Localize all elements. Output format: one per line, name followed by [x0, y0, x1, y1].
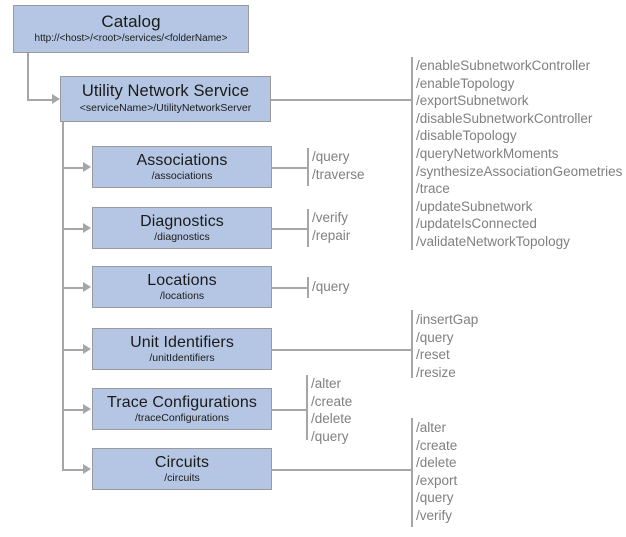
- node-circuits-title: Circuits: [154, 453, 210, 471]
- operation-item[interactable]: /validateNetworkTopology: [416, 233, 570, 249]
- operations-unit-identifiers: /insertGap/query/reset/resize: [416, 311, 478, 381]
- operation-item[interactable]: /repair: [312, 227, 351, 243]
- operation-item[interactable]: /synthesizeAssociationGeometries: [416, 163, 623, 179]
- operations-circuits: /alter/create/delete/export/query/verify: [416, 419, 457, 525]
- arrow-to-trace-configurations: [83, 404, 91, 414]
- operations-locations: /query: [312, 278, 350, 296]
- operation-item[interactable]: /trace: [416, 181, 450, 197]
- node-utility-network-service[interactable]: Utility Network Service <serviceName>/Ut…: [60, 76, 271, 122]
- node-associations-title: Associations: [136, 151, 228, 169]
- node-unit-identifiers-path: /unitIdentifiers: [149, 351, 215, 364]
- node-utility-network-service-path: <serviceName>/UtilityNetworkServer: [79, 102, 252, 115]
- node-locations-title: Locations: [147, 271, 217, 289]
- connector-locations-to-operations: [271, 287, 308, 289]
- stem-trace-configurations-operations: [306, 375, 308, 440]
- connector-trunk-to-unit-identifiers: [62, 349, 84, 351]
- operation-item[interactable]: /create: [416, 437, 458, 453]
- operation-item[interactable]: /verify: [416, 507, 453, 523]
- connector-trunk-to-associations: [62, 167, 84, 169]
- connector-unit-identifiers-to-operations: [271, 349, 412, 351]
- connector-trace-configurations-to-operations: [271, 409, 307, 411]
- operation-item[interactable]: /alter: [311, 376, 342, 391]
- node-utility-network-service-title: Utility Network Service: [81, 82, 250, 101]
- arrow-to-unit-identifiers: [83, 344, 91, 354]
- connector-associations-to-operations: [271, 167, 308, 169]
- operations-diagnostics: /verify/repair: [312, 209, 350, 244]
- operation-item[interactable]: /verify: [312, 210, 349, 225]
- operation-item[interactable]: /query: [416, 490, 454, 506]
- operation-item[interactable]: /enableSubnetworkController: [416, 58, 591, 73]
- operation-item[interactable]: /enableTopology: [416, 75, 515, 91]
- stem-diagnostics-operations: [307, 209, 309, 247]
- operation-item[interactable]: /updateIsConnected: [416, 216, 537, 232]
- node-associations-path: /associations: [151, 169, 213, 182]
- operation-item[interactable]: /traverse: [312, 166, 365, 182]
- node-circuits-path: /circuits: [164, 471, 200, 484]
- operations-associations: /query/traverse: [312, 148, 365, 183]
- node-diagnostics-title: Diagnostics: [140, 212, 224, 230]
- stem-circuits-operations: [411, 418, 413, 527]
- stem-locations-operations: [307, 277, 309, 298]
- node-diagnostics-path: /diagnostics: [154, 230, 210, 243]
- connector-service-trunk: [62, 122, 64, 469]
- operation-item[interactable]: /queryNetworkMoments: [416, 145, 559, 161]
- node-catalog[interactable]: Catalog http://<host>/<root>/services/<f…: [13, 5, 249, 53]
- operation-item[interactable]: /query: [312, 279, 350, 294]
- arrow-to-diagnostics: [83, 223, 91, 233]
- connector-trunk-to-trace-configurations: [62, 409, 84, 411]
- operation-item[interactable]: /exportSubnetwork: [416, 93, 529, 109]
- operation-item[interactable]: /query: [312, 149, 350, 164]
- node-locations-path: /locations: [159, 289, 205, 302]
- node-diagnostics[interactable]: Diagnostics /diagnostics: [92, 207, 272, 249]
- operations-utility-network-service: /enableSubnetworkController/enableTopolo…: [416, 57, 622, 251]
- connector-diagnostics-to-operations: [271, 228, 308, 230]
- operation-item[interactable]: /reset: [416, 347, 450, 363]
- connector-catalog-trunk: [27, 53, 29, 99]
- node-associations[interactable]: Associations /associations: [92, 146, 272, 188]
- operation-item[interactable]: /resize: [416, 364, 456, 380]
- node-unit-identifiers-title: Unit Identifiers: [130, 333, 234, 351]
- operation-item[interactable]: /create: [311, 393, 353, 409]
- connector-catalog-to-service: [27, 99, 53, 101]
- operation-item[interactable]: /query: [311, 428, 349, 444]
- node-catalog-path: http://<host>/<root>/services/<folderNam…: [34, 33, 228, 45]
- arrow-to-locations: [83, 282, 91, 292]
- node-trace-configurations-path: /traceConfigurations: [135, 411, 229, 424]
- operation-item[interactable]: /disableTopology: [416, 128, 517, 144]
- operation-item[interactable]: /query: [416, 329, 454, 345]
- operation-item[interactable]: /delete: [311, 411, 352, 427]
- connector-trunk-to-circuits: [62, 469, 84, 471]
- operations-trace-configurations: /alter/create/delete/query: [311, 375, 352, 445]
- stem-unit-identifiers-operations: [411, 310, 413, 378]
- connector-trunk-to-diagnostics: [62, 228, 84, 230]
- operation-item[interactable]: /alter: [416, 420, 447, 435]
- node-circuits[interactable]: Circuits /circuits: [92, 448, 272, 490]
- node-trace-configurations-title: Trace Configurations: [107, 393, 257, 411]
- connector-trunk-to-locations: [62, 287, 84, 289]
- operation-item[interactable]: /insertGap: [416, 312, 479, 327]
- arrow-catalog-to-service: [52, 94, 60, 104]
- arrow-to-circuits: [83, 464, 91, 474]
- stem-associations-operations: [307, 148, 309, 186]
- node-locations[interactable]: Locations /locations: [92, 266, 272, 308]
- node-trace-configurations[interactable]: Trace Configurations /traceConfiguration…: [92, 388, 272, 430]
- operation-item[interactable]: /updateSubnetwork: [416, 198, 533, 214]
- connector-circuits-to-operations: [271, 469, 412, 471]
- arrow-to-associations: [83, 162, 91, 172]
- operation-item[interactable]: /disableSubnetworkController: [416, 110, 593, 126]
- stem-service-operations: [411, 57, 413, 250]
- connector-service-to-operations: [271, 99, 412, 101]
- operation-item[interactable]: /export: [416, 472, 458, 488]
- operation-item[interactable]: /delete: [416, 455, 457, 471]
- node-unit-identifiers[interactable]: Unit Identifiers /unitIdentifiers: [92, 328, 272, 370]
- node-catalog-title: Catalog: [101, 11, 161, 31]
